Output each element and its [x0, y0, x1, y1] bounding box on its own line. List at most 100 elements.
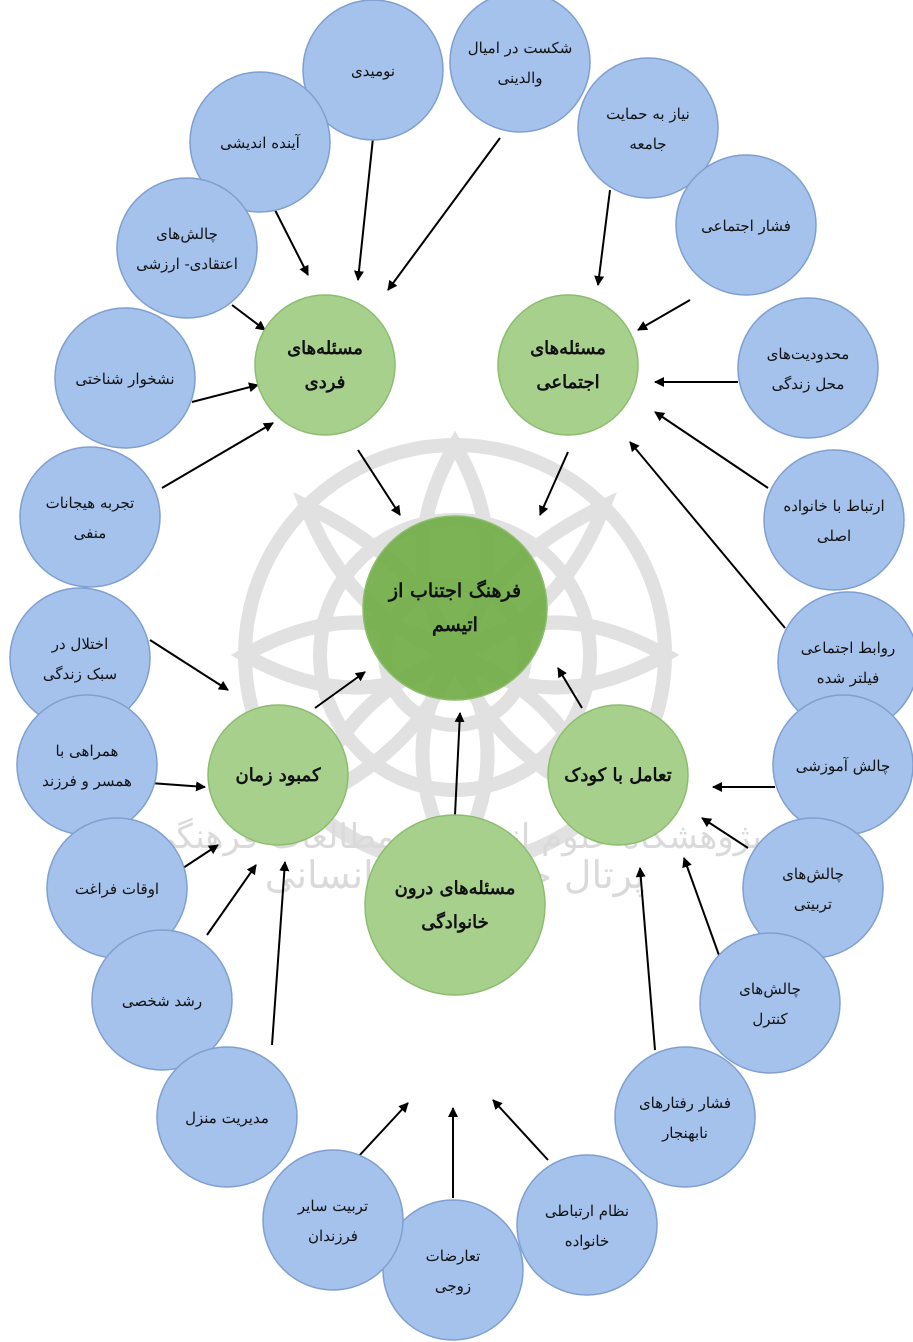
arrow-community-support — [594, 189, 611, 286]
node-label: چالش آموزشی — [796, 757, 891, 775]
factor-node-social-pressure: فشار اجتماعی — [675, 154, 817, 296]
node-circle — [254, 294, 396, 436]
arrow-control — [682, 857, 721, 959]
node-circle — [207, 704, 349, 846]
node-circle — [737, 297, 879, 439]
node-label: آینده اندیشی — [220, 134, 300, 152]
node-circle — [382, 1199, 524, 1341]
category-node-time: کمبود زمان — [207, 704, 349, 846]
node-label: تعامل با کودک — [564, 765, 671, 786]
node-circle — [497, 294, 639, 436]
factor-node-communication-system: نظام ارتباطی خانواده — [516, 1154, 658, 1296]
arrow-future-thinking — [274, 209, 309, 276]
node-label: چالش‌های — [156, 225, 218, 243]
node-label: محل زندگی — [772, 375, 845, 393]
node-label: نابهنجار — [661, 1124, 708, 1142]
node-circle — [362, 515, 548, 701]
arrow-lifestyle-disorder — [149, 639, 229, 691]
factor-node-home-management: مدیریت منزل — [156, 1046, 298, 1188]
node-label: مدیریت منزل — [185, 1109, 269, 1127]
node-label: فشار اجتماعی — [701, 217, 791, 235]
node-circle — [91, 929, 233, 1071]
node-label: چالش‌های — [782, 865, 844, 883]
node-circle — [516, 1154, 658, 1296]
node-label: مسئله‌های درون — [395, 878, 516, 899]
node-label: سبک زندگی — [43, 665, 117, 683]
node-label: نیاز به حمایت — [606, 105, 690, 123]
node-circle — [577, 57, 719, 199]
node-circle — [116, 177, 258, 319]
arrow-time-center — [314, 671, 366, 709]
node-label: اجتماعی — [536, 372, 599, 393]
node-label: اختلال در — [51, 635, 109, 653]
node-label: منفی — [74, 524, 107, 542]
node-circle — [16, 694, 158, 836]
node-label: چالش‌های — [739, 980, 801, 998]
node-label: والدینی — [497, 69, 542, 87]
category-node-family: مسئله‌های درون خانوادگی — [364, 814, 546, 996]
node-label: فرهنگ اجتناب از — [387, 579, 521, 602]
node-label: خانواده — [565, 1232, 609, 1250]
arrow-negative-emotions — [161, 422, 274, 489]
category-node-individual: مسئله‌های فردی — [254, 294, 396, 436]
node-circle — [262, 1149, 404, 1291]
category-node-social: مسئله‌های اجتماعی — [497, 294, 639, 436]
node-circle — [675, 154, 817, 296]
node-label: تربیتی — [794, 895, 832, 913]
factor-node-filtered-relations: روابط اجتماعی فیلتر شده — [777, 591, 913, 733]
node-circle — [449, 0, 591, 133]
node-circle — [364, 814, 546, 996]
factor-node-belief-challenges: چالش‌های اعتقادی- ارزشی — [116, 177, 258, 319]
arrow-other-children — [357, 1102, 409, 1158]
arrow-despair — [353, 137, 374, 281]
node-label: تعارضات — [426, 1247, 481, 1265]
arrow-leisure — [179, 844, 219, 871]
node-label: همسر و فرزند — [42, 772, 132, 790]
node-label: روابط اجتماعی — [801, 639, 896, 657]
arrow-filtered-relations — [629, 441, 786, 629]
factor-node-educational: چالش آموزشی — [772, 694, 913, 836]
node-label: تربیت سایر — [297, 1197, 368, 1215]
node-circle — [547, 704, 689, 846]
arrow-child-center — [557, 667, 583, 709]
node-label: فیلتر شده — [817, 669, 880, 687]
factor-node-personal-growth: رشد شخصی — [91, 929, 233, 1071]
arrow-social-pressure — [637, 299, 691, 331]
node-circle — [19, 446, 161, 588]
node-label: فردی — [305, 372, 346, 393]
node-label: رشد شخصی — [122, 992, 202, 1010]
node-label: اوقات فراغت — [75, 880, 159, 898]
node-circle — [614, 1046, 756, 1188]
node-label: نظام ارتباطی — [545, 1202, 629, 1220]
arrow-family-center — [454, 712, 465, 816]
factor-node-upbringing: چالش‌های تربیتی — [742, 817, 884, 959]
arrow-parental-desire — [387, 137, 501, 291]
node-circle — [699, 932, 841, 1074]
node-label: زوجی — [435, 1277, 471, 1295]
arrow-spouse-child — [149, 781, 206, 792]
arrow-personal-growth — [206, 864, 257, 936]
node-label: مسئله‌های — [287, 338, 363, 359]
node-label: مسئله‌های — [530, 338, 606, 359]
arrow-ind-center — [357, 449, 401, 516]
node-label: خانوادگی — [421, 911, 489, 933]
factor-node-despair: نومیدی — [302, 0, 444, 141]
node-label: تجربه هیجانات — [46, 494, 135, 512]
arrow-soc-center — [539, 451, 569, 516]
node-label: محدودیت‌های — [767, 345, 850, 363]
arrow-home-management — [271, 861, 290, 1046]
arrow-abnormal-behavior — [635, 867, 656, 1051]
node-label: اعتقادی- ارزشی — [136, 255, 238, 273]
nodes-layer: فرهنگ اجتناب ازاتیسممسئله‌هایفردیمسئله‌ه… — [9, 0, 913, 1341]
node-circle — [302, 0, 444, 141]
node-label: نومیدی — [351, 62, 395, 80]
node-label: کمبود زمان — [235, 765, 320, 786]
node-label: نشخوار شناختی — [75, 370, 174, 388]
factor-node-living-limits: محدودیت‌های محل زندگی — [737, 297, 879, 439]
